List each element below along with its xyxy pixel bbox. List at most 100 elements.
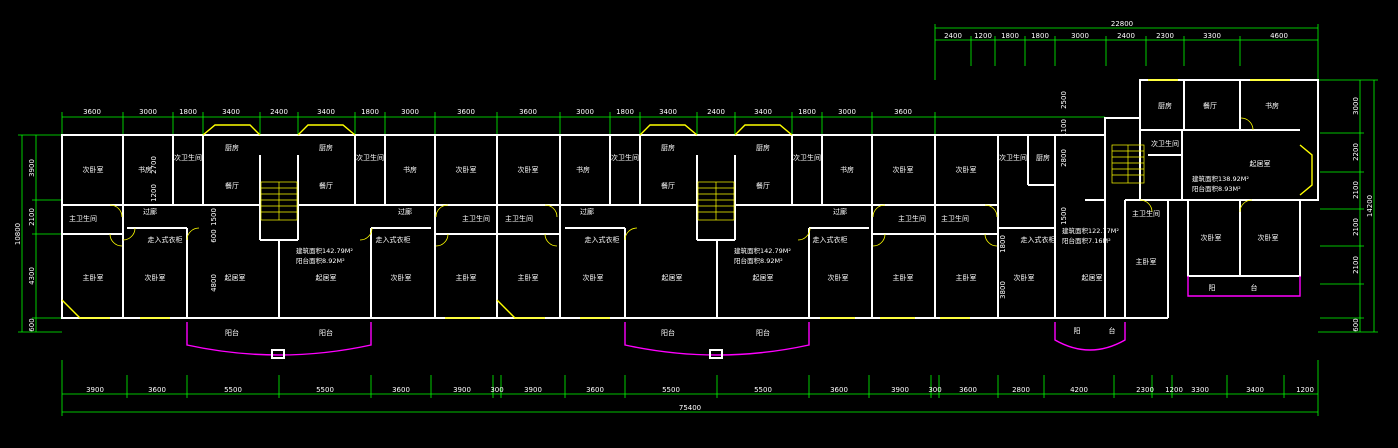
- room-label: 厨房: [319, 143, 333, 152]
- room-label: 书房: [840, 165, 854, 174]
- room-label: 次卧室: [956, 165, 977, 174]
- room-label: 走入式衣柜: [1021, 235, 1056, 244]
- dim-bottom-19: 3300: [1191, 386, 1209, 394]
- room-label: 主卫生间: [462, 214, 490, 223]
- dim-top-right-2: 1800: [1001, 32, 1019, 40]
- room-label: 主卫生间: [941, 214, 969, 223]
- room-label: 厨房: [1158, 101, 1172, 110]
- dim-right-5: 600: [1352, 318, 1360, 331]
- dim-bottom-total: 75400: [679, 404, 701, 412]
- room-label: 主卫生间: [69, 214, 97, 223]
- room-label: 次卧室: [391, 273, 412, 282]
- room-label: 走入式衣柜: [813, 235, 848, 244]
- dim-left-1: 2100: [28, 208, 36, 226]
- room-label: 次卧室: [456, 165, 477, 174]
- room-label: 主卧室: [518, 273, 539, 282]
- dim-right-2: 2100: [1352, 181, 1360, 199]
- room-label: 走入式衣柜: [585, 235, 620, 244]
- room-label: 次卧室: [893, 165, 914, 174]
- room-label: 起居室: [316, 273, 337, 282]
- dim-right-total: 14200: [1366, 195, 1374, 217]
- room-label: 餐厅: [1203, 101, 1217, 110]
- dim-left-2: 4300: [28, 267, 36, 285]
- dim-inner-5: 2500: [1060, 91, 1068, 109]
- room-label: 厨房: [756, 143, 770, 152]
- dim-bottom-16: 4200: [1070, 386, 1088, 394]
- room-label: 走入式衣柜: [148, 235, 183, 244]
- room-label: 书房: [403, 165, 417, 174]
- room-label: 主卧室: [893, 273, 914, 282]
- dim-top-right-6: 2300: [1156, 32, 1174, 40]
- dim-bottom-17: 2300: [1136, 386, 1154, 394]
- area-unit-b-building: 建筑面积142.79M²: [734, 246, 791, 255]
- room-label: 次卧室: [583, 273, 604, 282]
- room-label: 次卧室: [518, 165, 539, 174]
- area-unit-a-building: 建筑面积142.79M²: [296, 246, 353, 255]
- room-label: 次卧室: [1258, 233, 1279, 242]
- room-label: 主卧室: [956, 273, 977, 282]
- dim-right-1: 2200: [1352, 143, 1360, 161]
- dim-inner-3: 600: [210, 229, 218, 242]
- dim-inner-9: 1800: [999, 235, 1007, 253]
- room-label: 书房: [576, 165, 590, 174]
- room-labels: 次卧室 书房 次卫生间 厨房 餐厅 过廊 主卫生间 走入式衣柜 主卧室 次卧室 …: [69, 101, 1279, 337]
- room-label: 厨房: [225, 143, 239, 152]
- area-unit-a-balcony: 阳台面积8.92M²: [296, 256, 345, 265]
- dim-inner-2: 1500: [210, 208, 218, 226]
- room-label: 阳台: [319, 328, 333, 337]
- dimension-text: 22800 2400 1200 1800 1800 3000 2400 2300…: [14, 20, 1374, 412]
- room-label: 餐厅: [756, 181, 770, 190]
- room-label: 次卧室: [1014, 273, 1035, 282]
- dim-upper-13: 2400: [707, 108, 725, 116]
- room-label: 厨房: [1036, 153, 1050, 162]
- area-unit-b-balcony: 阳台面积8.92M²: [734, 256, 783, 265]
- dim-top-right-5: 2400: [1117, 32, 1135, 40]
- room-label: 次卧室: [145, 273, 166, 282]
- dim-upper-16: 3000: [838, 108, 856, 116]
- dimension-lines: [18, 24, 1378, 416]
- dim-top-right-4: 3000: [1071, 32, 1089, 40]
- dim-upper-0: 3600: [83, 108, 101, 116]
- room-label: 次卧室: [828, 273, 849, 282]
- dim-inner-6: 1100: [1060, 119, 1068, 137]
- area-unit-c-balcony: 阳台面积7.16M²: [1062, 236, 1111, 245]
- dim-top-right-0: 2400: [944, 32, 962, 40]
- dim-bottom-13: 300: [928, 386, 941, 394]
- room-label: 台: [1251, 283, 1258, 292]
- dim-upper-5: 3400: [317, 108, 335, 116]
- stairs: [260, 144, 1145, 221]
- room-label: 起居室: [1250, 159, 1271, 168]
- room-label: 主卧室: [1136, 257, 1157, 266]
- room-label: 书房: [138, 165, 152, 174]
- dim-bottom-8: 3600: [586, 386, 604, 394]
- dim-top-right-7: 3300: [1203, 32, 1221, 40]
- dim-upper-14: 3400: [754, 108, 772, 116]
- room-label: 次卫生间: [1151, 139, 1179, 148]
- dim-upper-15: 1800: [798, 108, 816, 116]
- dim-bottom-3: 5500: [316, 386, 334, 394]
- dim-top-right-8: 4600: [1270, 32, 1288, 40]
- dim-bottom-15: 2800: [1012, 386, 1030, 394]
- dim-right-3: 2100: [1352, 218, 1360, 236]
- room-label: 主卫生间: [505, 214, 533, 223]
- room-label: 过廊: [580, 207, 594, 216]
- dim-bottom-1: 3600: [148, 386, 166, 394]
- dim-bottom-7: 3900: [524, 386, 542, 394]
- room-label: 次卧室: [83, 165, 104, 174]
- dim-bottom-6: 300: [490, 386, 503, 394]
- room-label: 阳: [1074, 326, 1081, 335]
- dim-upper-4: 2400: [270, 108, 288, 116]
- balconies: [186, 276, 1301, 359]
- dim-bottom-9: 5500: [662, 386, 680, 394]
- room-label: 次卫生间: [793, 153, 821, 162]
- dim-bottom-0: 3900: [86, 386, 104, 394]
- room-label: 次卫生间: [356, 153, 384, 162]
- dim-upper-1: 3000: [139, 108, 157, 116]
- dim-bottom-14: 3600: [959, 386, 977, 394]
- dim-upper-11: 1800: [616, 108, 634, 116]
- dim-bottom-12: 3900: [891, 386, 909, 394]
- room-label: 阳台: [661, 328, 675, 337]
- room-label: 主卫生间: [1132, 209, 1160, 218]
- dim-bottom-2: 5500: [224, 386, 242, 394]
